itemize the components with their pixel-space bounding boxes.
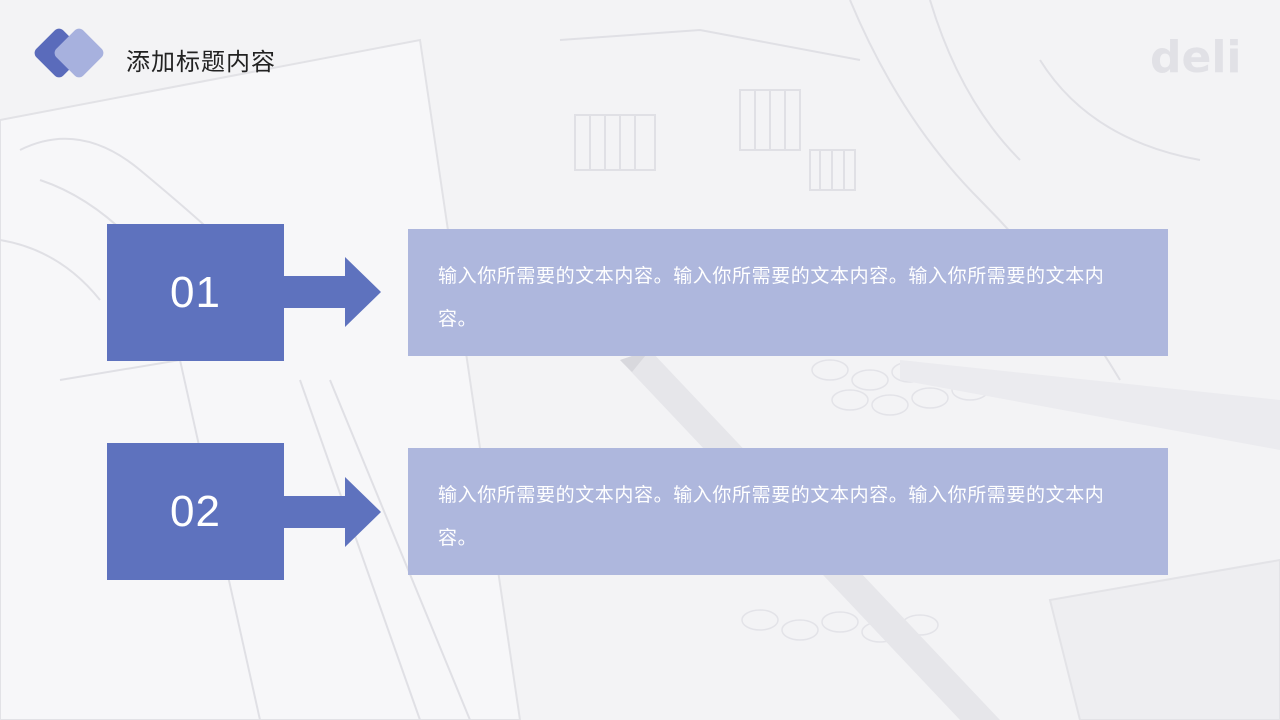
item-number-1: 01 (170, 267, 221, 317)
background-brand-text: deli (1150, 32, 1242, 83)
logo-diamonds-icon (34, 28, 104, 78)
item-text-2: 输入你所需要的文本内容。输入你所需要的文本内容。输入你所需要的文本内容。 (438, 484, 1105, 549)
arrow-right-icon (283, 257, 381, 327)
item-text-1: 输入你所需要的文本内容。输入你所需要的文本内容。输入你所需要的文本内容。 (438, 265, 1105, 330)
item-number-block-2: 02 (107, 443, 284, 580)
item-number-2: 02 (170, 486, 221, 536)
page-title: 添加标题内容 (126, 48, 276, 76)
arrow-right-icon (283, 477, 381, 547)
item-number-block-1: 01 (107, 224, 284, 361)
item-text-box-1: 输入你所需要的文本内容。输入你所需要的文本内容。输入你所需要的文本内容。 (408, 229, 1168, 356)
item-text-box-2: 输入你所需要的文本内容。输入你所需要的文本内容。输入你所需要的文本内容。 (408, 448, 1168, 575)
